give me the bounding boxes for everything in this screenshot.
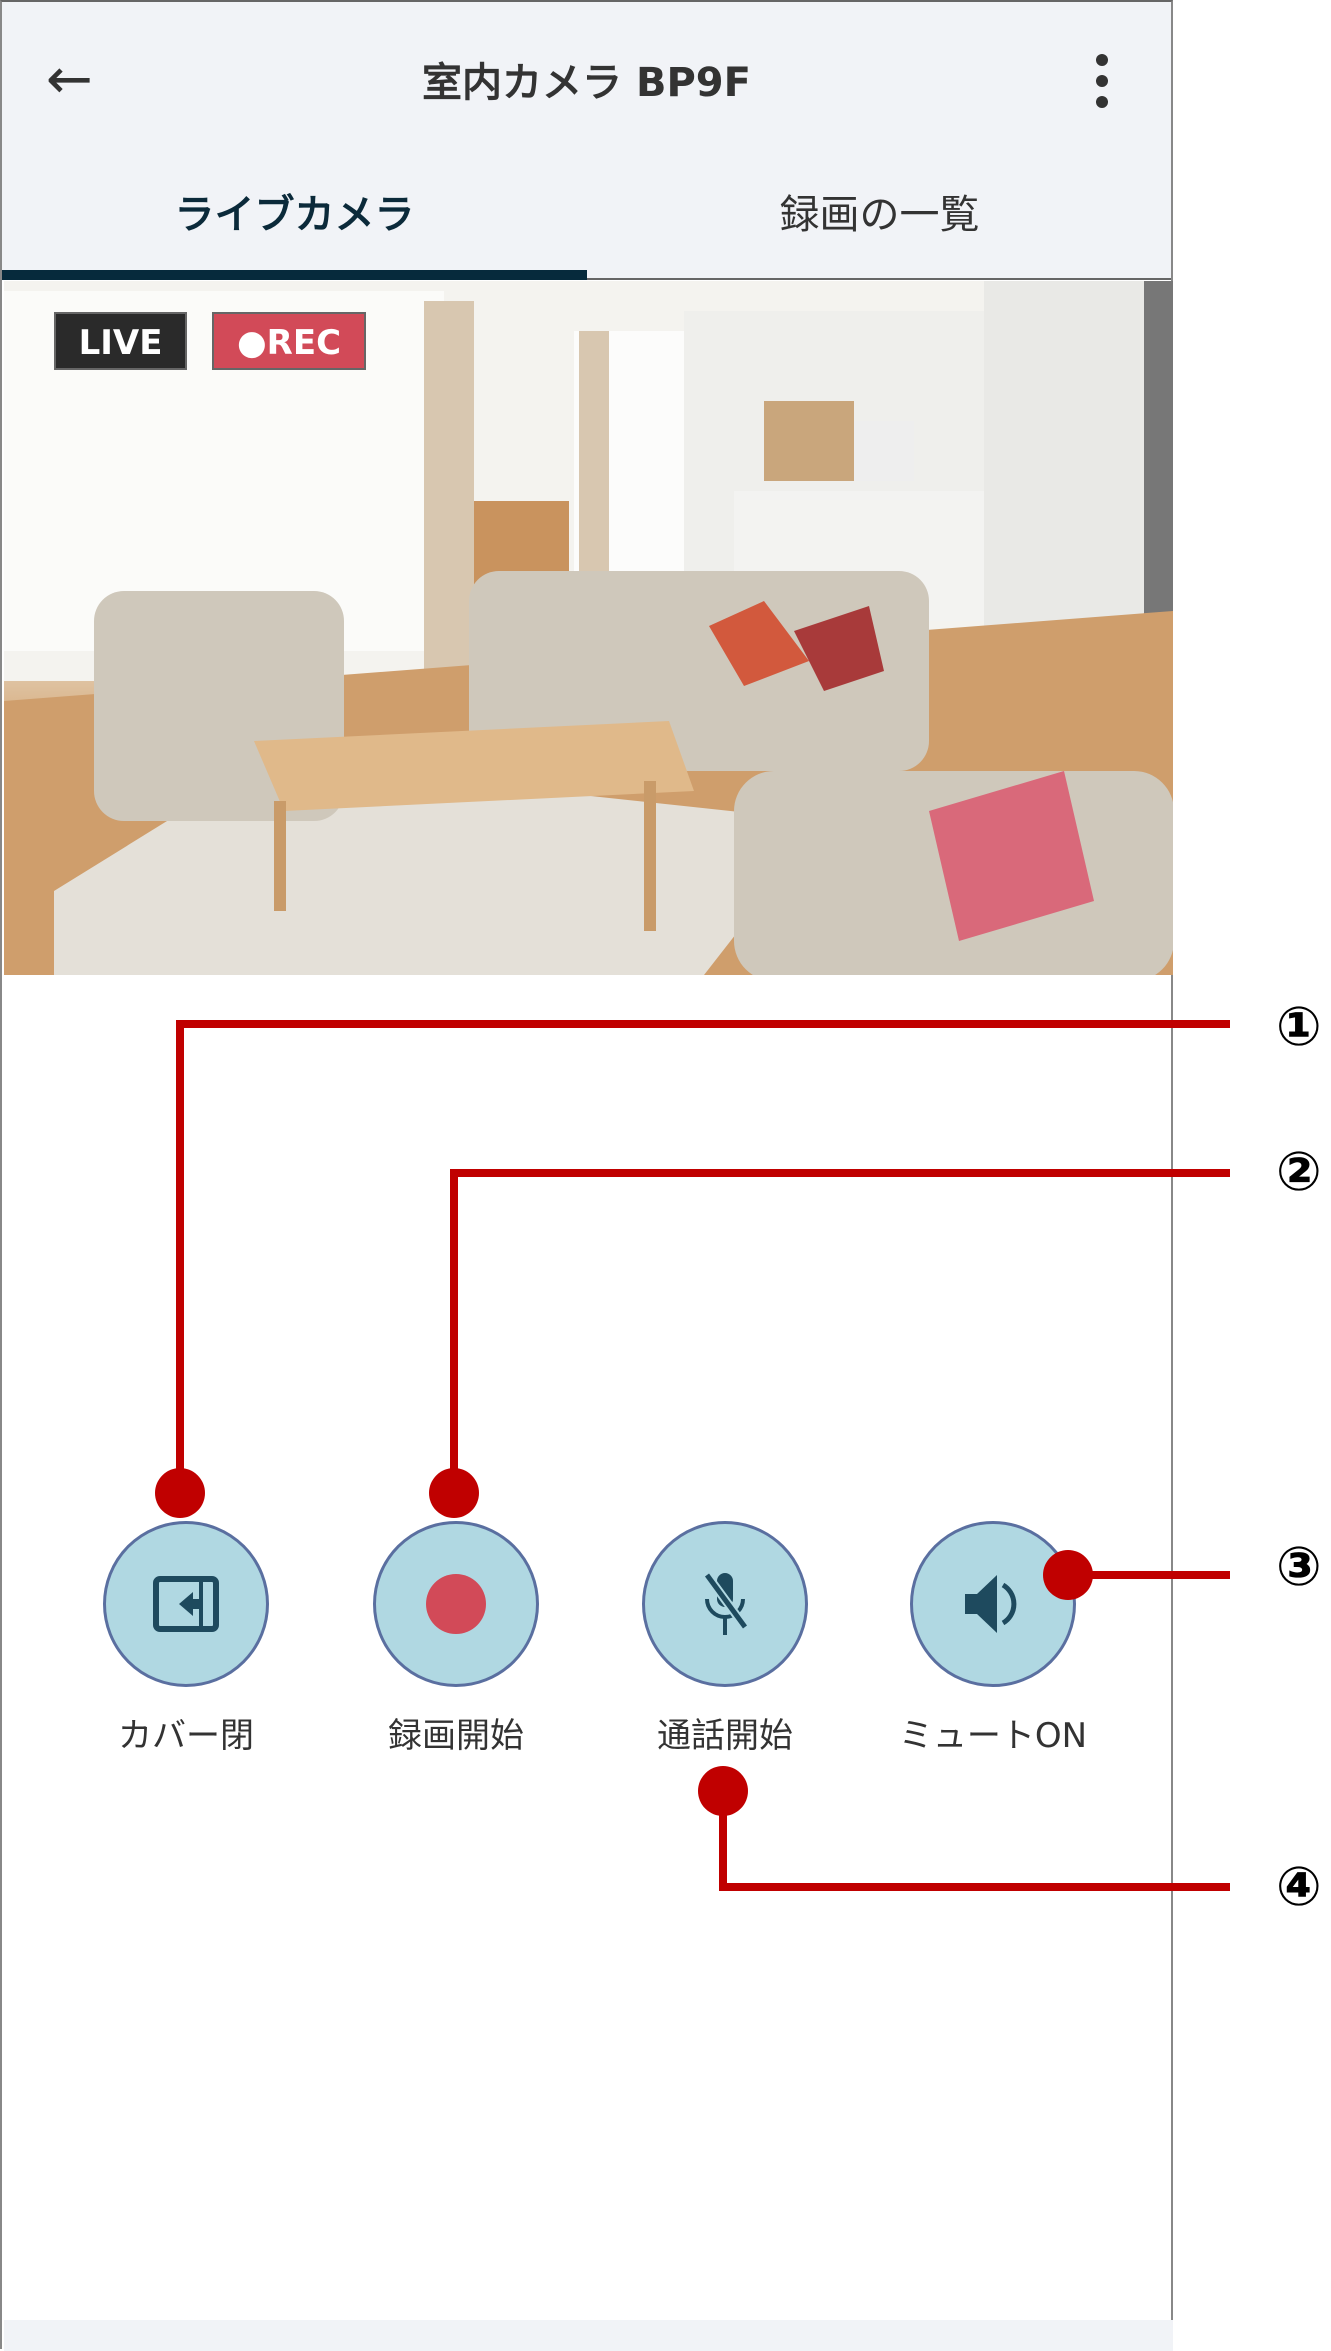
live-badge: LIVE — [54, 312, 187, 370]
callout-dot-4 — [698, 1766, 748, 1816]
mic-off-icon — [703, 1572, 749, 1635]
back-button[interactable]: ← — [46, 50, 106, 110]
more-menu-button[interactable] — [1082, 54, 1122, 114]
record-start-label: 録画開始 — [388, 1716, 524, 1756]
app-frame: ← 室内カメラ BP9F ライブカメラ 録画の一覧 — [0, 0, 1173, 2351]
cover-close-label: カバー閉 — [118, 1716, 254, 1756]
callout-line-4 — [719, 1883, 1230, 1891]
callout-line-1-vertical — [176, 1020, 184, 1490]
rec-badge-label: REC — [266, 323, 342, 363]
mute-on-label: ミュートON — [898, 1716, 1088, 1756]
rec-dot-icon: ● — [236, 323, 267, 363]
callout-line-2-vertical — [450, 1169, 458, 1489]
bottom-bar — [4, 2320, 1173, 2351]
tab-live-camera[interactable]: ライブカメラ — [174, 192, 415, 238]
callout-dot-3 — [1043, 1550, 1093, 1600]
callout-line-3 — [1070, 1571, 1230, 1579]
callout-number-3: ③ — [1276, 1535, 1322, 1598]
tab-recordings[interactable]: 録画の一覧 — [779, 192, 980, 238]
cover-close-icon — [153, 1576, 219, 1632]
callout-number-2: ② — [1276, 1140, 1322, 1203]
speaker-icon — [965, 1575, 1017, 1633]
talk-start-button[interactable] — [642, 1521, 808, 1687]
callout-number-1: ① — [1276, 995, 1322, 1058]
callout-number-4: ④ — [1276, 1855, 1322, 1918]
record-start-button[interactable] — [373, 1521, 539, 1687]
header: ← 室内カメラ BP9F ライブカメラ 録画の一覧 — [2, 2, 1171, 280]
page-title: 室内カメラ BP9F — [422, 60, 751, 106]
active-tab-indicator — [2, 270, 587, 280]
arrow-left-icon: ← — [46, 47, 93, 112]
rec-badge: ●REC — [212, 312, 366, 370]
mute-on-button[interactable] — [910, 1521, 1076, 1687]
record-icon — [426, 1574, 486, 1634]
cover-close-button[interactable] — [103, 1521, 269, 1687]
room-image — [4, 281, 1173, 975]
callout-dot-1 — [155, 1468, 205, 1518]
callout-line-4-vertical — [719, 1785, 727, 1890]
callout-line-1 — [176, 1020, 1230, 1028]
more-vertical-icon — [1096, 54, 1108, 66]
talk-start-label: 通話開始 — [657, 1716, 793, 1756]
callout-dot-2 — [429, 1468, 479, 1518]
callout-line-2 — [450, 1169, 1230, 1177]
live-video[interactable]: LIVE ●REC — [4, 281, 1173, 975]
